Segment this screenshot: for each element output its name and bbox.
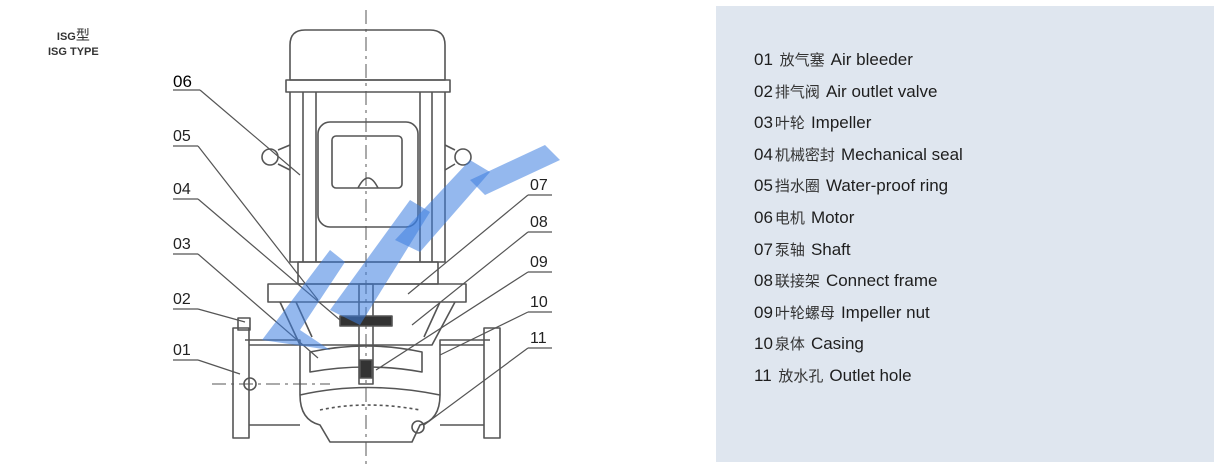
callout-09: 09 (530, 254, 548, 271)
impeller-nut (359, 359, 373, 379)
terminal-arc (357, 177, 379, 189)
watermark-logo (262, 145, 560, 350)
lifting-lug-right (454, 148, 472, 166)
callout-11: 11 (530, 330, 547, 347)
callout-03: 03 (173, 236, 191, 253)
lifting-lug-left (261, 148, 279, 166)
inlet-flange (232, 327, 250, 439)
callout-01: 01 (173, 342, 191, 359)
motor-top-cap (289, 29, 446, 81)
drawing-panel (0, 0, 716, 468)
casing-outline (245, 339, 490, 443)
motor-top-band (285, 79, 451, 93)
callout-08: 08 (530, 214, 548, 231)
callout-07: 07 (530, 177, 548, 194)
mechanical-seal (339, 315, 393, 327)
callout-10: 10 (530, 294, 548, 311)
outlet-flange (483, 327, 501, 439)
outlet-hole (411, 420, 425, 434)
callout-05: 05 (173, 128, 191, 145)
legend-panel (716, 6, 1214, 462)
pump-cross-section-drawing (173, 10, 560, 466)
callout-04: 04 (173, 181, 191, 198)
terminal-box-inner (331, 135, 403, 189)
callout-06: 06 (173, 72, 192, 91)
type-label: ISG型 ISG TYPE (48, 28, 99, 60)
callout-02: 02 (173, 291, 191, 308)
type-label-latin: ISG (56, 31, 76, 43)
type-label-line2: ISG TYPE (48, 46, 99, 58)
air-bleeder (237, 317, 251, 331)
terminal-box (317, 121, 419, 228)
type-label-cjk: 型 (75, 27, 90, 43)
impeller (309, 345, 423, 373)
